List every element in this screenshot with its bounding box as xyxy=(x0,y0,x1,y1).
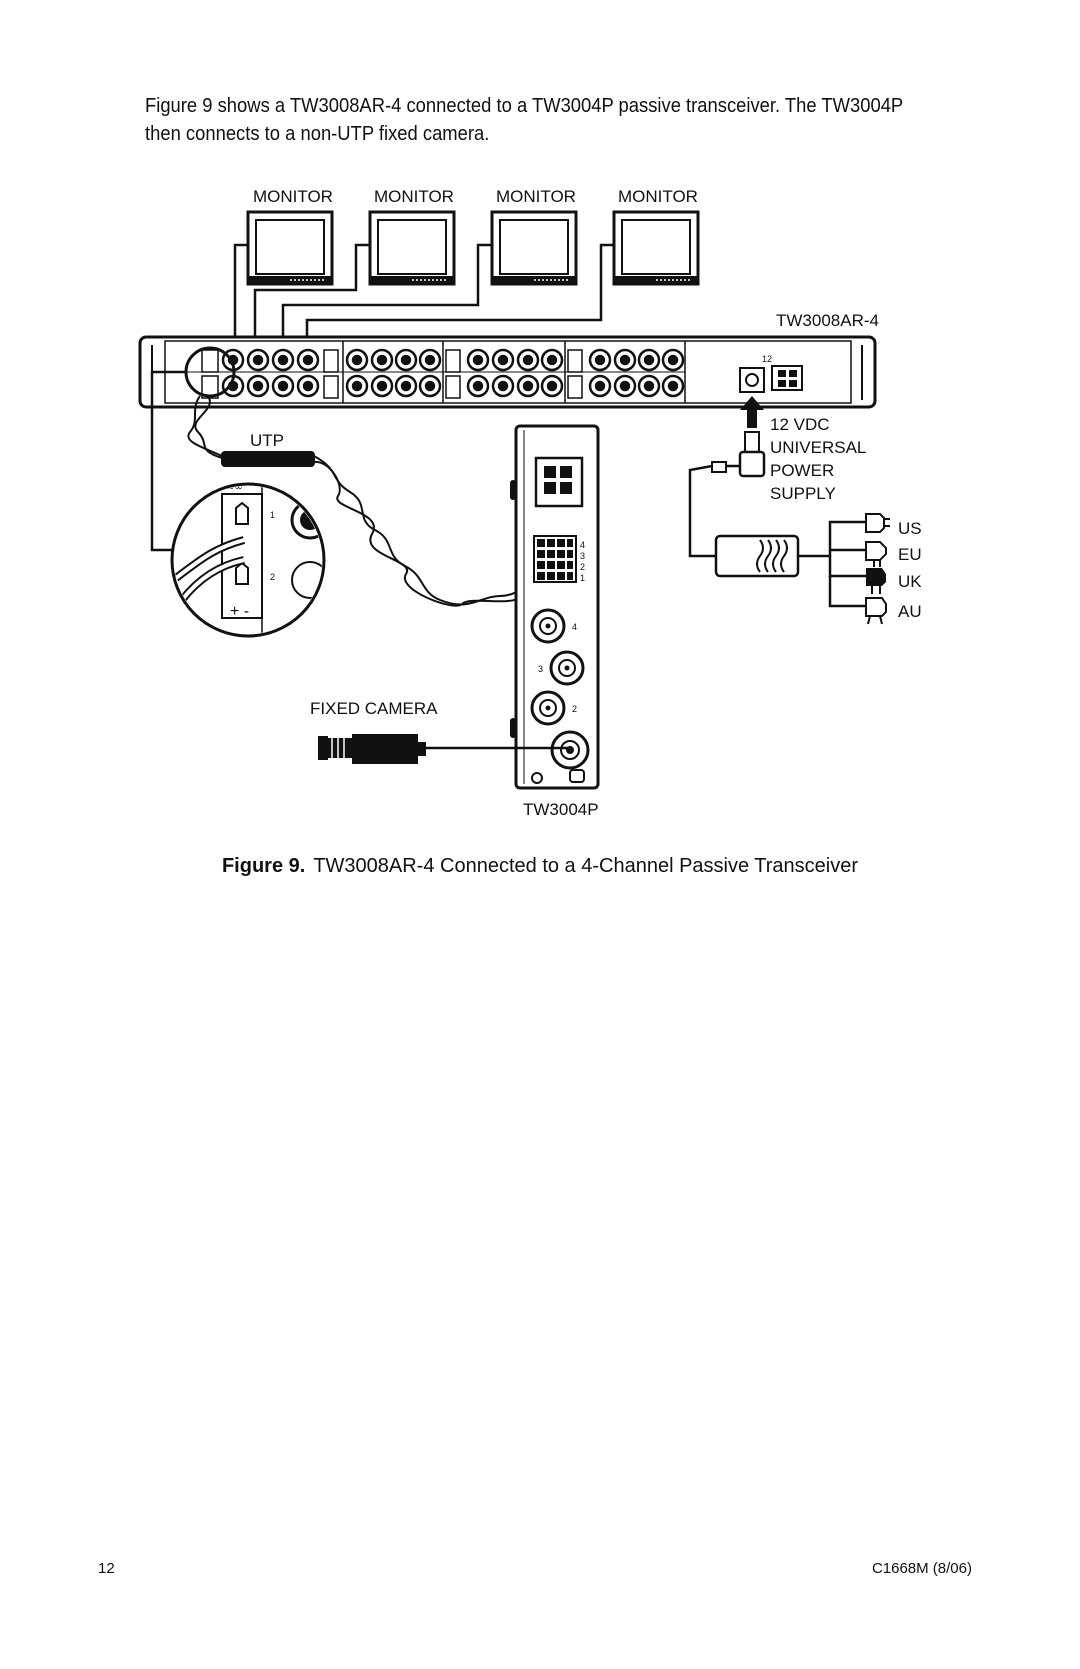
inset-channel-2: 2 xyxy=(270,572,275,582)
svg-text:SUPPLY: SUPPLY xyxy=(770,484,836,503)
svg-text:4: 4 xyxy=(580,540,585,550)
rack-label: TW3008AR-4 xyxy=(776,311,879,330)
camera-label: FIXED CAMERA xyxy=(310,699,438,718)
inset-logo: ∞∞ xyxy=(226,482,243,493)
rack-power-input: 12 xyxy=(739,354,803,393)
svg-text:2: 2 xyxy=(580,562,585,572)
fixed-camera xyxy=(318,734,426,764)
svg-text:UNIVERSAL: UNIVERSAL xyxy=(770,438,866,457)
monitor-2: MONITOR xyxy=(368,187,456,286)
svg-text:4: 4 xyxy=(572,622,577,632)
monitor-label-3: MONITOR xyxy=(496,187,576,206)
region-eu: EU xyxy=(898,545,922,564)
utp-label: UTP xyxy=(250,431,284,450)
figure-number: Figure 9. xyxy=(221,855,306,877)
svg-text:POWER: POWER xyxy=(770,461,834,480)
svg-text:1: 1 xyxy=(580,573,585,583)
region-uk: UK xyxy=(898,572,922,591)
monitor-3: MONITOR xyxy=(490,187,578,286)
regional-plug-cords xyxy=(798,520,866,608)
connection-diagram: MONITOR MONITOR MONITOR MONITOR TW3008AR… xyxy=(138,187,922,819)
rack-power-marking: 12 xyxy=(762,354,772,364)
inset-channel-1: 1 xyxy=(270,510,275,520)
figure-caption-text: TW3008AR-4 Connected to a 4-Channel Pass… xyxy=(313,855,859,877)
terminal-inset: ∞∞ 1 2 + - xyxy=(170,482,326,638)
monitor-label-2: MONITOR xyxy=(374,187,454,206)
monitor-label-1: MONITOR xyxy=(253,187,333,206)
monitor-label-4: MONITOR xyxy=(618,187,698,206)
svg-text:3: 3 xyxy=(580,551,585,561)
monitor-4: MONITOR xyxy=(612,187,700,286)
regional-plugs xyxy=(865,513,890,625)
inset-polarity: + - xyxy=(230,603,249,620)
power-plug-arrow xyxy=(738,396,766,478)
region-us: US xyxy=(898,519,922,538)
region-labels: US EU UK AU xyxy=(898,519,922,621)
svg-text:3: 3 xyxy=(538,664,543,674)
figure-caption: Figure 9. TW3008AR-4 Connected to a 4-Cha… xyxy=(0,855,1080,878)
page-number: 12 xyxy=(98,1560,115,1577)
svg-text:2: 2 xyxy=(572,704,577,714)
power-brick xyxy=(714,534,800,578)
rack-connectors xyxy=(201,348,685,399)
intro-paragraph: Figure 9 shows a TW3008AR-4 connected to… xyxy=(145,95,903,145)
transceiver-unit: 4 3 2 1 4 3 2 xyxy=(510,424,600,790)
svg-text:12 VDC: 12 VDC xyxy=(770,415,830,434)
document-id: C1668M (8/06) xyxy=(871,1560,972,1577)
transceiver-label: TW3004P xyxy=(523,800,599,819)
region-au: AU xyxy=(898,602,922,621)
monitor-1: MONITOR xyxy=(246,187,334,286)
power-supply-label: 12 VDC UNIVERSAL POWER SUPPLY xyxy=(770,415,866,503)
